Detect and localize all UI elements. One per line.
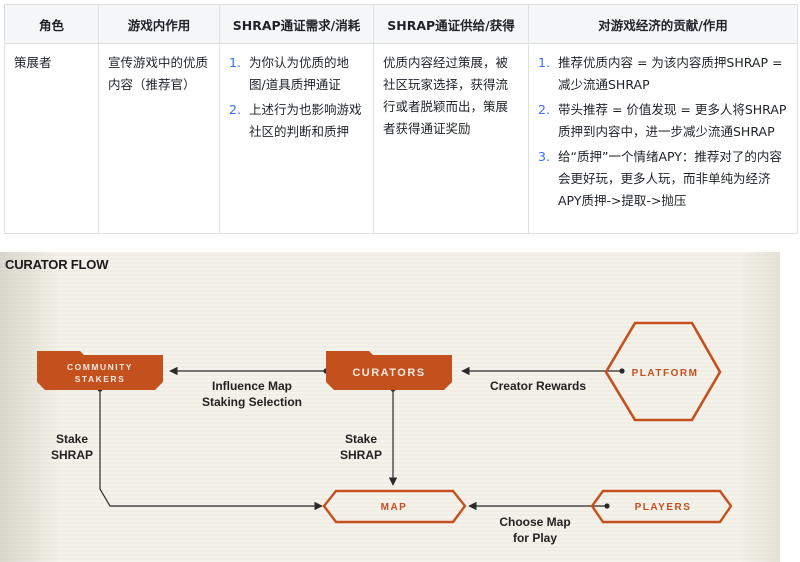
list-text: 推荐优质内容 = 为该内容质押SHRAP = 减少流通SHRAP (558, 55, 783, 92)
header-supply: SHRAP通证供给/获得 (373, 4, 529, 44)
demand-list: 1. 为你认为优质的地图/道具质押通证 2. 上述行为也影响游戏社区的判断和质押 (229, 52, 364, 143)
edge-label: SHRAP (51, 448, 93, 462)
list-text: 给“质押”一个情绪APY：推荐对了的内容会更好玩，更多人玩，而非单纯为经济APY… (558, 149, 782, 208)
edge-label: Staking Selection (202, 395, 302, 409)
node-community-stakers: COMMUNITY STAKERS (37, 351, 163, 390)
edge-curators-to-stakers (169, 366, 329, 376)
list-item: 2. 上述行为也影响游戏社区的判断和质押 (229, 99, 364, 143)
cell-role: 策展者 (4, 43, 99, 234)
cell-demand: 1. 为你认为优质的地图/道具质押通证 2. 上述行为也影响游戏社区的判断和质押 (219, 43, 374, 234)
cell-in-game-role: 宣传游戏中的优质内容（推荐官） (98, 43, 220, 234)
node-map: MAP (322, 489, 467, 524)
header-in-game-role: 游戏内作用 (98, 4, 220, 44)
list-number: 1. (538, 55, 550, 70)
table-header-row: 角色 游戏内作用 SHRAP通证需求/消耗 SHRAP通证供给/获得 对游戏经济… (4, 4, 798, 44)
edge-label: Choose Map (499, 515, 570, 529)
edge-platform-to-curators (461, 366, 625, 376)
list-item: 1. 推荐优质内容 = 为该内容质押SHRAP = 减少流通SHRAP (538, 52, 788, 96)
roles-table: 角色 游戏内作用 SHRAP通证需求/消耗 SHRAP通证供给/获得 对游戏经济… (4, 4, 798, 234)
flow-svg: COMMUNITY STAKERS CURATORS PLATFORM MAP … (37, 321, 733, 545)
node-platform: PLATFORM (604, 321, 722, 422)
edge-label: SHRAP (340, 448, 382, 462)
list-text: 带头推荐 = 价值发现 = 更多人将SHRAP质押到内容中，进一步减少流通SHR… (558, 102, 787, 139)
cell-contribution: 1. 推荐优质内容 = 为该内容质押SHRAP = 减少流通SHRAP 2. 带头推… (528, 43, 798, 234)
node-label: PLATFORM (632, 368, 699, 379)
edge-label: Stake (56, 432, 88, 446)
list-item: 3. 给“质押”一个情绪APY：推荐对了的内容会更好玩，更多人玩，而非单纯为经济A… (538, 146, 788, 212)
node-label: COMMUNITY (67, 362, 133, 372)
edge-label: for Play (513, 531, 557, 545)
list-number: 1. (229, 55, 241, 70)
list-text: 上述行为也影响游戏社区的判断和质押 (249, 102, 362, 139)
list-item: 1. 为你认为优质的地图/道具质押通证 (229, 52, 364, 96)
cell-supply: 优质内容经过策展，被社区玩家选择，获得流行或者脱颖而出，策展者获得通证奖励 (373, 43, 529, 234)
contribution-list: 1. 推荐优质内容 = 为该内容质押SHRAP = 减少流通SHRAP 2. 带头推… (538, 52, 788, 212)
header-contribution: 对游戏经济的贡献/作用 (528, 4, 798, 44)
edge-curators-to-map (388, 386, 398, 486)
header-demand: SHRAP通证需求/消耗 (219, 4, 374, 44)
edge-players-to-map (468, 501, 610, 511)
list-number: 2. (229, 102, 241, 117)
node-label: STAKERS (75, 374, 126, 384)
edge-label: Influence Map (212, 379, 292, 393)
list-number: 3. (538, 149, 550, 164)
node-players: PLAYERS (590, 489, 733, 524)
list-item: 2. 带头推荐 = 价值发现 = 更多人将SHRAP质押到内容中，进一步减少流通S… (538, 99, 788, 143)
list-text: 为你认为优质的地图/道具质押通证 (249, 55, 350, 92)
node-curators: CURATORS (326, 351, 452, 390)
list-number: 2. (538, 102, 550, 117)
edge-label: Creator Rewards (490, 379, 586, 393)
diagram-title: CURATOR FLOW (5, 257, 109, 272)
node-label: PLAYERS (635, 502, 692, 513)
table-row: 策展者 宣传游戏中的优质内容（推荐官） 1. 为你认为优质的地图/道具质押通证 2… (4, 43, 798, 234)
curator-flow-diagram: CURATOR FLOW C (0, 252, 780, 562)
header-role: 角色 (4, 4, 99, 44)
node-label: CURATORS (352, 367, 425, 379)
node-label: MAP (381, 502, 408, 513)
edge-label: Stake (345, 432, 377, 446)
